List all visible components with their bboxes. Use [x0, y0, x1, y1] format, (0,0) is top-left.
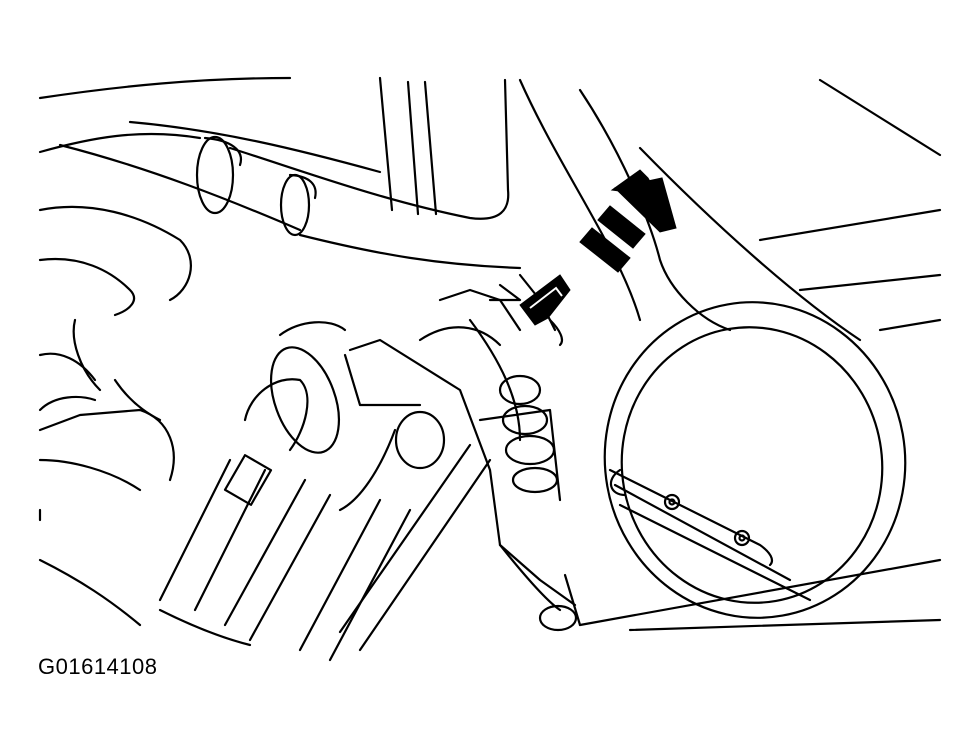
direction-arrow: [579, 169, 677, 273]
upper-intake-hose: [38, 76, 522, 270]
cable-clip: [519, 274, 571, 326]
figure-code: G01614108: [38, 654, 158, 679]
throttle-body-bore: [603, 301, 907, 619]
frame-lines: [38, 558, 942, 647]
right-housing: [518, 78, 942, 342]
left-hose: [38, 205, 192, 522]
cable-clip-highlight: [529, 286, 563, 309]
throttle-cables: [158, 321, 492, 662]
linkage-bracket: [343, 273, 578, 632]
